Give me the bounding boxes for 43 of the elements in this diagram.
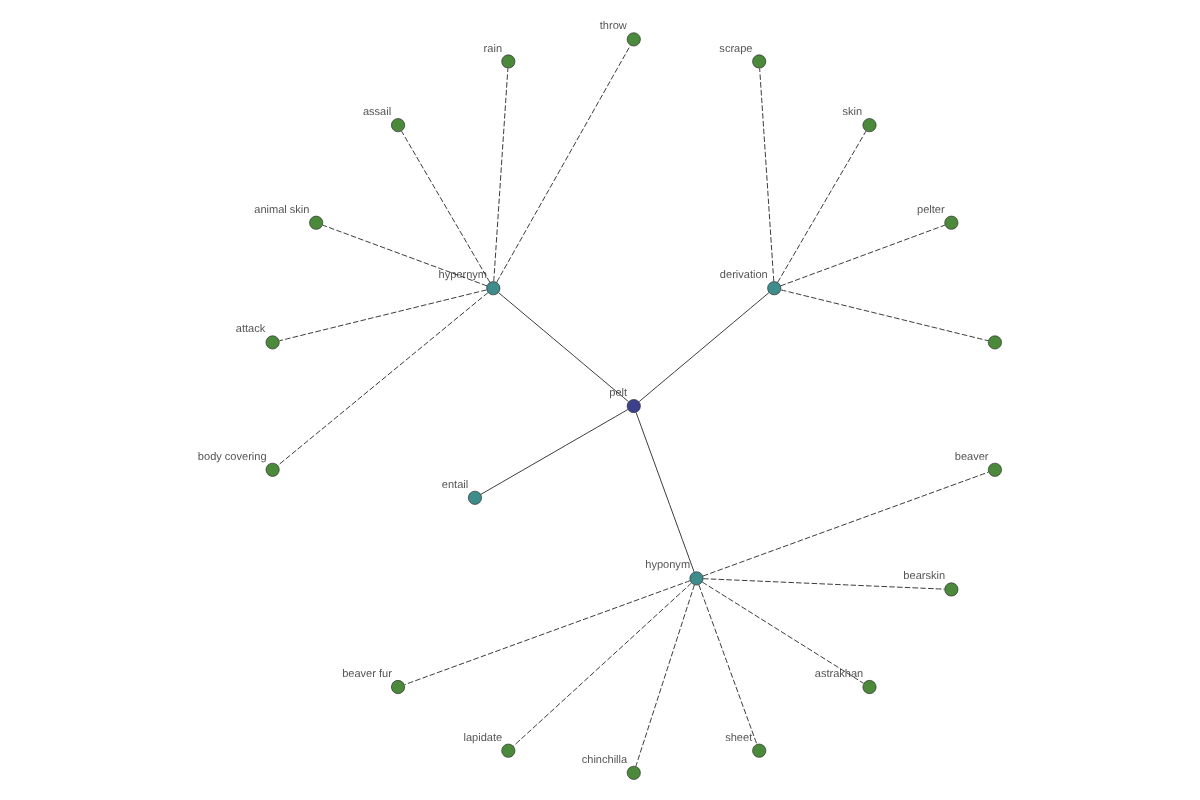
node-circle bbox=[626, 399, 641, 414]
connector bbox=[496, 44, 631, 283]
node-circle bbox=[626, 765, 641, 780]
node-circle bbox=[265, 335, 280, 350]
node-circle bbox=[862, 680, 877, 694]
connector bbox=[277, 292, 489, 466]
node-circle bbox=[752, 54, 767, 69]
node-circle bbox=[501, 54, 516, 69]
connector bbox=[493, 68, 509, 282]
connector bbox=[498, 292, 629, 403]
connector bbox=[638, 292, 770, 403]
connector bbox=[401, 130, 491, 283]
connector bbox=[780, 289, 989, 342]
connector bbox=[702, 471, 989, 577]
connector bbox=[278, 289, 487, 342]
node-circle bbox=[987, 462, 1002, 477]
connector bbox=[701, 581, 864, 684]
node-circle bbox=[265, 462, 280, 477]
connector bbox=[759, 68, 775, 282]
connector bbox=[635, 412, 695, 573]
connector bbox=[513, 582, 692, 747]
node-circle bbox=[944, 215, 959, 230]
node-circle bbox=[862, 118, 877, 133]
node-circle bbox=[689, 571, 704, 586]
node-circle bbox=[944, 582, 959, 597]
connector bbox=[480, 409, 629, 495]
connector bbox=[777, 130, 867, 283]
node-circle bbox=[767, 281, 782, 296]
node-circle bbox=[309, 215, 324, 230]
connector bbox=[780, 224, 946, 287]
node-circle bbox=[752, 743, 767, 758]
connector bbox=[702, 578, 945, 590]
connector bbox=[404, 580, 691, 686]
connector bbox=[635, 584, 695, 767]
connector bbox=[698, 584, 758, 745]
node-circle bbox=[501, 743, 516, 758]
node-circle bbox=[987, 335, 1002, 350]
node-circle bbox=[391, 680, 405, 694]
node-circle bbox=[486, 281, 501, 296]
connector bbox=[322, 224, 488, 287]
node-circle bbox=[391, 118, 405, 133]
node-circle bbox=[468, 490, 482, 505]
node-circle bbox=[626, 32, 641, 47]
